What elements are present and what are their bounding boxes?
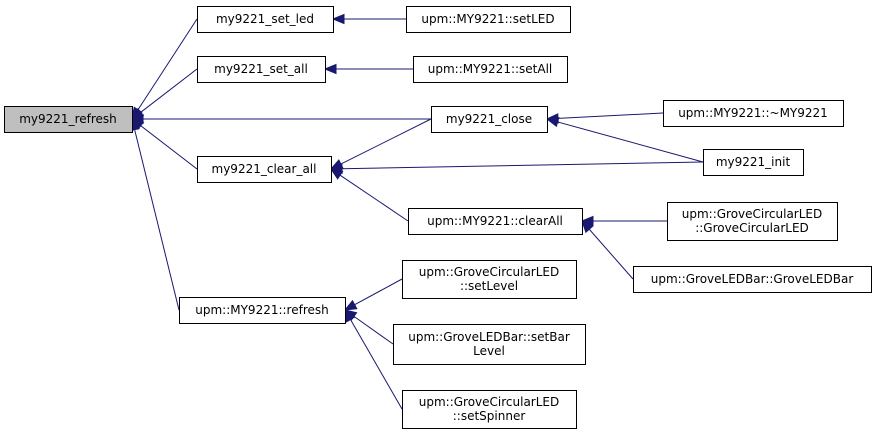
- node-box: [197, 6, 334, 33]
- arrowhead-icon: [581, 220, 594, 234]
- node-label: upm::MY9221::refresh: [195, 303, 329, 317]
- node-box: [179, 297, 346, 324]
- edge-line: [137, 18, 198, 111]
- edge-setAll-to-my9221_set_all: [323, 63, 413, 75]
- node-label: Level: [473, 344, 505, 358]
- node-dtor[interactable]: upm::MY9221::~MY9221: [663, 100, 844, 127]
- edge-gcl_setLevel-to-refresh: [343, 278, 403, 311]
- edge-line: [140, 68, 198, 113]
- node-my9221-init[interactable]: my9221_init: [703, 149, 804, 176]
- node-label: ::GroveCircularLED: [695, 221, 809, 235]
- arrowhead-icon: [331, 13, 345, 25]
- node-label: upm::MY9221::clearAll: [427, 214, 563, 228]
- edge-my9221_set_led-to-my9221_refresh: [131, 18, 198, 121]
- node-gcl-ctor[interactable]: upm::GroveCircularLED::GroveCircularLED: [667, 202, 838, 241]
- edge-my9221_close-to-my9221_refresh: [130, 113, 431, 125]
- arrowhead-icon: [329, 168, 344, 180]
- edge-my9221_clear_all-to-my9221_refresh: [130, 118, 198, 170]
- edge-my9221_set_all-to-my9221_refresh: [130, 68, 198, 120]
- node-label: upm::GroveCircularLED: [419, 395, 560, 409]
- node-box: [402, 260, 577, 299]
- node-box: [408, 208, 583, 235]
- node-setAll[interactable]: upm::MY9221::setAll: [413, 56, 568, 83]
- node-label: upm::MY9221::~MY9221: [678, 106, 828, 120]
- edge-line: [341, 161, 704, 170]
- node-label: my9221_close: [446, 112, 532, 126]
- node-box: [413, 56, 568, 83]
- arrowhead-icon: [545, 116, 560, 128]
- edge-line: [588, 228, 634, 280]
- node-my9221-refresh: my9221_refresh: [4, 106, 133, 133]
- edge-line: [354, 278, 403, 306]
- edge-line: [350, 319, 403, 410]
- edge-line: [339, 174, 409, 222]
- node-label: upm::GroveLEDBar::GroveLEDBar: [651, 272, 854, 286]
- node-label: upm::MY9221::setLED: [421, 12, 554, 26]
- node-box: [197, 56, 326, 83]
- edge-my9221_init-to-my9221_clear_all: [329, 161, 704, 175]
- node-label: upm::GroveCircularLED: [682, 207, 823, 221]
- node-clearAll[interactable]: upm::MY9221::clearAll: [408, 208, 583, 235]
- node-label: my9221_init: [716, 155, 791, 169]
- edge-line: [140, 125, 198, 170]
- node-label: ::setLevel: [460, 279, 518, 293]
- node-box: [197, 156, 332, 183]
- edge-my9221_close-to-my9221_clear_all: [329, 118, 432, 170]
- node-refresh[interactable]: upm::MY9221::refresh: [179, 297, 346, 324]
- node-setLED[interactable]: upm::MY9221::setLED: [406, 6, 571, 33]
- node-box: [667, 202, 838, 241]
- node-label: upm::GroveCircularLED: [419, 265, 560, 279]
- node-label: my9221_clear_all: [212, 162, 317, 176]
- edge-clearAll-to-my9221_clear_all: [329, 168, 409, 222]
- node-my9221-set-all[interactable]: my9221_set_all: [197, 56, 326, 83]
- node-gcl-setLevel[interactable]: upm::GroveCircularLED::setLevel: [402, 260, 577, 299]
- node-my9221-clear-all[interactable]: my9221_clear_all: [197, 156, 332, 183]
- edge-dtor-to-my9221_close: [545, 112, 664, 124]
- node-box: [633, 266, 872, 293]
- node-my9221-close[interactable]: my9221_close: [431, 106, 548, 133]
- edge-line: [557, 112, 664, 119]
- node-label: upm::MY9221::setAll: [428, 62, 553, 76]
- node-label: my9221_refresh: [19, 112, 117, 126]
- node-box: [4, 106, 133, 133]
- arrowhead-icon: [323, 63, 337, 75]
- node-label: ::setSpinner: [453, 409, 526, 423]
- arrowhead-icon: [343, 299, 358, 311]
- edge-setLED-to-my9221_set_led: [331, 13, 406, 25]
- edge-glb_ctor-to-clearAll: [581, 220, 634, 280]
- edge-refresh-to-my9221_refresh: [129, 117, 180, 311]
- edge-gcl_ctor-to-clearAll: [580, 215, 667, 227]
- node-gcl-setSpinner[interactable]: upm::GroveCircularLED::setSpinner: [402, 390, 577, 429]
- edge-line: [134, 129, 180, 311]
- node-label: upm::GroveLEDBar::setBar: [408, 330, 570, 344]
- node-label: my9221_set_led: [216, 12, 314, 26]
- node-my9221-set-led[interactable]: my9221_set_led: [197, 6, 334, 33]
- node-box: [703, 149, 804, 176]
- edge-line: [353, 315, 394, 345]
- node-box: [663, 100, 844, 127]
- node-glb-ctor[interactable]: upm::GroveLEDBar::GroveLEDBar: [633, 266, 872, 293]
- node-box: [406, 6, 571, 33]
- node-box: [431, 106, 548, 133]
- edge-line: [557, 121, 704, 163]
- edge-my9221_init-to-my9221_close: [545, 116, 704, 163]
- node-box: [402, 390, 577, 429]
- edge-line: [340, 118, 432, 165]
- node-label: my9221_set_all: [214, 62, 308, 76]
- node-box: [393, 324, 586, 365]
